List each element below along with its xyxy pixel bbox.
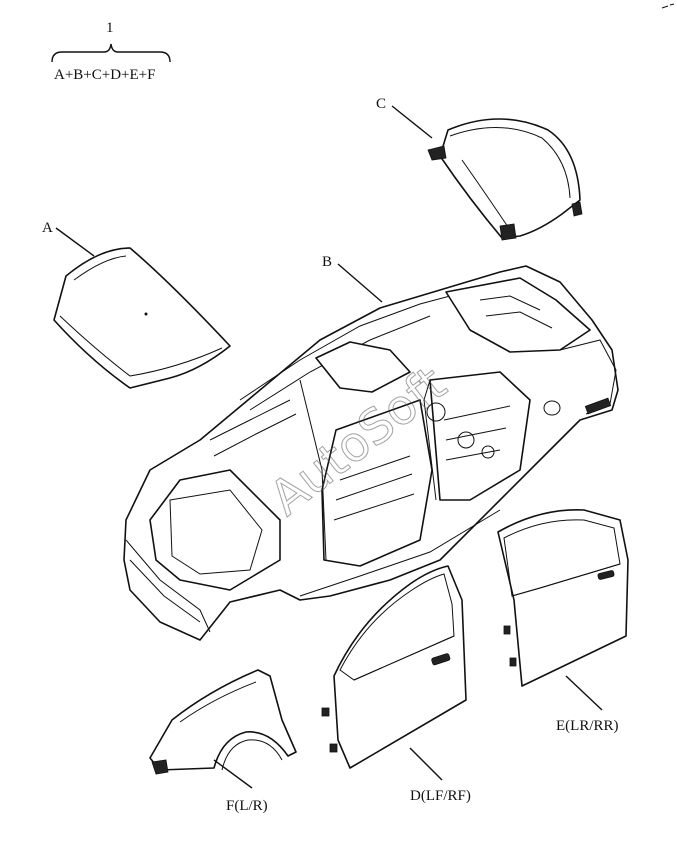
- callout-b-label: B: [322, 254, 332, 270]
- rear-door-outline: [497, 509, 629, 687]
- callout-e-label: E(LR/RR): [556, 718, 619, 734]
- front-door-handle: [431, 653, 451, 666]
- callout-a-leader: [55, 227, 95, 257]
- callout-d-leader: [409, 747, 443, 781]
- rear-door-handle: [597, 570, 615, 580]
- corner-mark: [661, 3, 675, 9]
- assembly-number: 1: [106, 20, 114, 36]
- rear-door-e: E(LR/RR): [497, 509, 629, 734]
- callout-b-leader: [337, 263, 383, 303]
- hood-a: A: [42, 220, 231, 389]
- callout-c-label: C: [376, 96, 386, 112]
- assembly-header: 1 A+B+C+D+E+F: [51, 20, 171, 83]
- rear-window-opening: [445, 277, 591, 353]
- callout-d-label: D(LF/RF): [410, 788, 471, 804]
- front-fender-f: F(L/R): [149, 669, 297, 814]
- hood-outline: [53, 247, 231, 389]
- front-door-outline: [333, 565, 467, 769]
- assembly-brace: [51, 43, 171, 63]
- assembly-formula: A+B+C+D+E+F: [54, 67, 155, 83]
- callout-f-label: F(L/R): [226, 798, 268, 814]
- engine-bay: [149, 469, 281, 591]
- trunk-lid-outline: [439, 118, 581, 239]
- callout-f-leader: [213, 759, 253, 789]
- callout-e-leader: [565, 675, 603, 711]
- trunk-hinge-left: [427, 145, 447, 161]
- front-door-window-frame: [339, 573, 455, 681]
- rear-door-opening: [429, 371, 531, 501]
- trunk-hinge-right: [499, 223, 517, 241]
- body-shell-b: B: [123, 254, 619, 641]
- callout-c-leader: [391, 105, 433, 139]
- front-door-opening: [321, 399, 433, 567]
- trunk-lid-c: C: [376, 96, 583, 241]
- sunroof-opening: [315, 341, 411, 393]
- front-door-d: D(LF/RF): [321, 565, 471, 804]
- callout-a-label: A: [42, 220, 53, 236]
- front-fender-outline: [149, 669, 297, 771]
